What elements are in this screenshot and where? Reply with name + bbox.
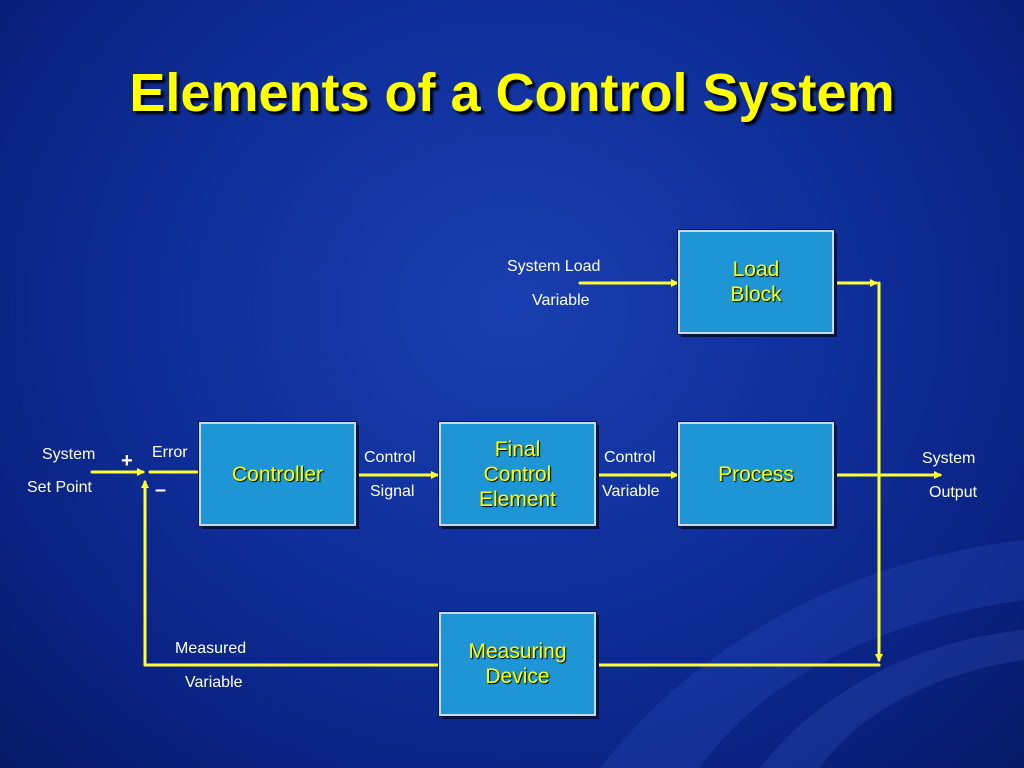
final-control-element-block: Final Control Element [438, 421, 597, 527]
load-block: Load Block [677, 229, 835, 335]
set-point-label-line1: System [42, 446, 96, 463]
system-load-label-line1: System Load [507, 258, 601, 275]
control-variable-label-line1: Control [604, 449, 656, 466]
control-signal-label-line1: Control [364, 449, 416, 466]
controller-block: Controller [198, 421, 357, 527]
error-label: Error [152, 444, 188, 461]
final-control-element-label: Final Control Element [478, 437, 557, 511]
measured-variable-label-line1: Measured [175, 640, 247, 657]
measured-variable-label-line2: Variable [185, 674, 243, 691]
process-block-label: Process [718, 462, 794, 486]
control-variable-label-line2: Variable [602, 483, 660, 500]
junction-plus-sign: + [121, 450, 133, 472]
process-block: Process [677, 421, 835, 527]
system-load-label-line2: Variable [532, 292, 590, 309]
load-block-label: Load Block [730, 258, 782, 306]
system-output-label-line2: Output [929, 484, 978, 501]
set-point-label-line2: Set Point [27, 479, 92, 496]
measuring-device-label: Measuring Device [468, 640, 567, 688]
junction-minus-sign: – [155, 479, 167, 501]
controller-block-label: Controller [231, 462, 324, 486]
slide-title: Elements of a Control System [129, 63, 895, 123]
measuring-device-block: Measuring Device [438, 611, 597, 717]
system-output-label-line1: System [922, 450, 976, 467]
control-signal-label-line2: Signal [370, 483, 415, 500]
